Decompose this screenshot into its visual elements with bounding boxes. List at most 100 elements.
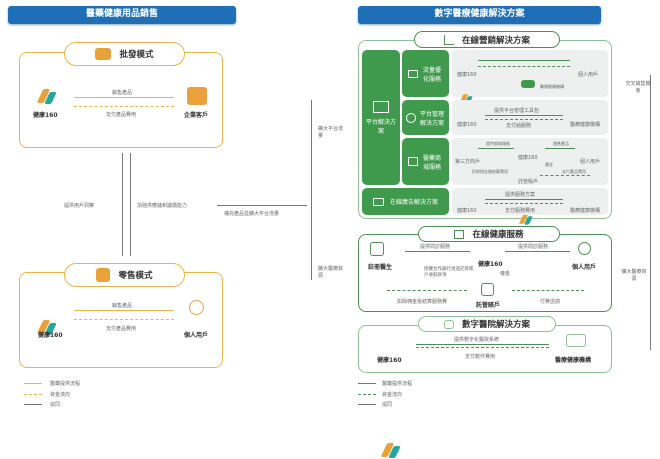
row3-arrow [540,175,590,176]
user-icon [189,300,204,315]
warehouse-icon [95,48,112,60]
row3-fwd-right: 銷售產品 [553,141,569,146]
legend-line [24,383,42,384]
left-bottom-flow-label: 擴大醫療資源 [318,266,344,279]
jiankang160-logo [38,87,56,105]
hospital-icon [521,80,535,88]
screen-icon [372,197,384,206]
hospital-box [358,325,612,373]
row4-forward: 提供服務方案 [505,192,536,198]
store-icon [96,268,111,282]
row3-left: 第三方商戶 [455,159,481,165]
platform-label: 平台解決方案 [366,118,397,135]
hospital-back: 支付軟件費用 [465,354,496,360]
legend-item: 資金流向 [382,392,403,398]
settings-icon [406,112,416,123]
health-arrow [512,290,584,291]
left-connector [311,100,312,280]
retail-back-arrow [74,319,174,320]
row3-arrow [478,148,514,149]
health-arrow [405,251,470,252]
row4-arrow [485,203,563,204]
row4-back: 支付服務費用 [505,208,536,214]
wholesale-to: 企業客戶 [184,112,209,119]
up-label: 提供用戶洞察 [64,203,95,209]
service-platform-mgmt: 平台管理解決方案 [402,100,449,135]
row2-back: 支付給服務 [506,123,532,129]
gear-chart-icon [373,100,389,113]
row4-from: 健康160 [457,208,477,214]
retail-title-text: 零售模式 [118,271,153,281]
down-label: 加強供應鏈和議價能力 [137,203,188,209]
row3-pay-left: 扣除佣金後結算費用 [472,169,508,174]
health-settle: 扣除佣金後結算服務費 [397,299,448,305]
health-account: 託管賬戶 [476,302,501,309]
building-icon [187,87,207,105]
hospital-building-icon [443,319,454,329]
retail-forward-arrow [74,310,174,311]
legend-line [358,383,376,384]
legend-item: 協同 [382,402,393,408]
marketing-title: 在線營銷解決方案 [414,31,560,48]
service-traffic: 流量優化服務 [402,50,449,97]
wholesale-from: 健康160 [33,112,58,119]
hospital-from: 健康160 [377,357,402,364]
health-title-text: 在線健康服務 [472,230,524,240]
row3-pay-right: 支付產品費用 [562,169,586,174]
legend-line [358,404,376,405]
chart-icon [443,34,454,45]
health-pay: 付費諮詢 [540,299,561,305]
service-label: 流量優化服務 [422,66,441,83]
row1-arrow [478,60,570,61]
retail-from: 健康160 [38,332,63,339]
wholesale-back-arrow [74,106,174,107]
hospital-to: 醫療健康機構 [555,357,592,364]
health-comm: 傭金 [500,271,511,277]
row2-to: 醫療健康機構 [570,122,601,128]
retail-forward-label: 銷售產品 [112,303,133,309]
right-header: 數字醫療健康解決方案 [358,6,601,24]
marketing-title-text: 在線營銷解決方案 [461,35,530,46]
health-box [358,234,612,312]
row2-arrow [485,119,563,120]
monitor-icon [408,69,418,78]
left-header: 醫藥健康用品銷售 [8,6,236,24]
legend-item: 醫藥提供流程 [382,381,413,387]
row4-panel [452,188,608,215]
row2-forward: 提供平台管理工具包 [494,108,540,114]
row3-comm: 傭金 [545,162,553,167]
retail-to: 個人用戶 [184,332,209,339]
legend-line [24,394,42,395]
row3-account: 託管賬戶 [518,179,539,185]
hospital-icon [566,334,586,347]
wholesale-back-label: 支付產品費用 [106,112,137,118]
health-center: 健康160 [478,261,503,268]
health-arrow [387,290,467,291]
retail-back-label: 支付產品費用 [106,326,137,332]
wholesale-title-text: 批發模式 [119,50,154,60]
legend-item: 醫藥提供流程 [50,381,81,387]
row4-to: 醫療健康機構 [570,208,601,214]
hospital-arrow [416,344,549,345]
row1-arrow [478,66,570,67]
row2-arrow [485,115,563,116]
doctor-icon [370,242,384,256]
legend-item: 資金流向 [50,392,71,398]
service-mall: 醫藥商城服務 [402,138,449,185]
row1-to: 個人用戶 [578,72,599,78]
ads-label: 在線廣告解決方案 [389,199,438,206]
left-top-flow-label: 擴大平台流量 [318,126,344,139]
wholesale-title: 批發模式 [64,42,185,66]
row3-right: 個人用戶 [580,159,601,165]
health-serve-right: 提供問診服務 [518,244,549,250]
cross-label: 補充產品並擴大平台流量 [224,211,280,217]
legend-line [358,394,376,395]
hospital-forward: 提供數字化醫院系統 [454,337,500,343]
hospital-title: 數字醫院解決方案 [418,316,556,332]
health-arrow [505,251,570,252]
screen-cross-icon [454,229,465,239]
right-connector [650,75,651,350]
wholesale-forward-label: 銷售產品 [112,90,133,96]
row1-from: 健康160 [457,72,477,78]
health-doctor: 註冊醫生 [368,264,393,271]
